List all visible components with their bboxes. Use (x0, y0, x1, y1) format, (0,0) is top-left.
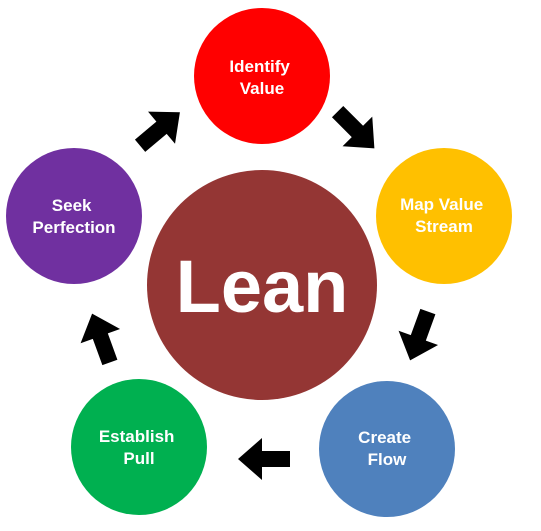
node-identify-value: Identify Value (194, 8, 330, 144)
establish-pull-circle (71, 379, 207, 515)
node-create-flow: Create Flow (319, 381, 455, 517)
arrow-seek-to-identify (134, 111, 180, 152)
node-establish-pull: Establish Pull (71, 379, 207, 515)
establish-pull-label: Establish Pull (99, 427, 179, 468)
center-node: Lean (147, 170, 377, 400)
map-value-stream-label: Map Value Stream (400, 195, 488, 236)
arrow-down-icon (398, 308, 439, 361)
node-map-value-stream: Map Value Stream (376, 148, 512, 284)
arrow-identify-to-map (331, 105, 375, 149)
create-flow-circle (319, 381, 455, 517)
map-value-stream-circle (376, 148, 512, 284)
arrow-create-to-establish (238, 438, 290, 480)
identify-value-circle (194, 8, 330, 144)
seek-perfection-label: Seek Perfection (32, 196, 115, 237)
arrow-right-down-icon (331, 105, 375, 149)
arrow-up-icon (80, 313, 121, 366)
seek-perfection-circle (6, 148, 142, 284)
arrow-establish-to-seek (80, 313, 121, 366)
identify-value-label: Identify Value (229, 57, 294, 98)
node-seek-perfection: Seek Perfection (6, 148, 142, 284)
arrow-right-up-icon (134, 111, 180, 152)
arrow-left-icon (238, 438, 290, 480)
arrow-map-to-create (398, 308, 439, 361)
center-label: Lean (176, 245, 349, 328)
create-flow-label: Create Flow (358, 428, 416, 469)
center-circle (147, 170, 377, 400)
